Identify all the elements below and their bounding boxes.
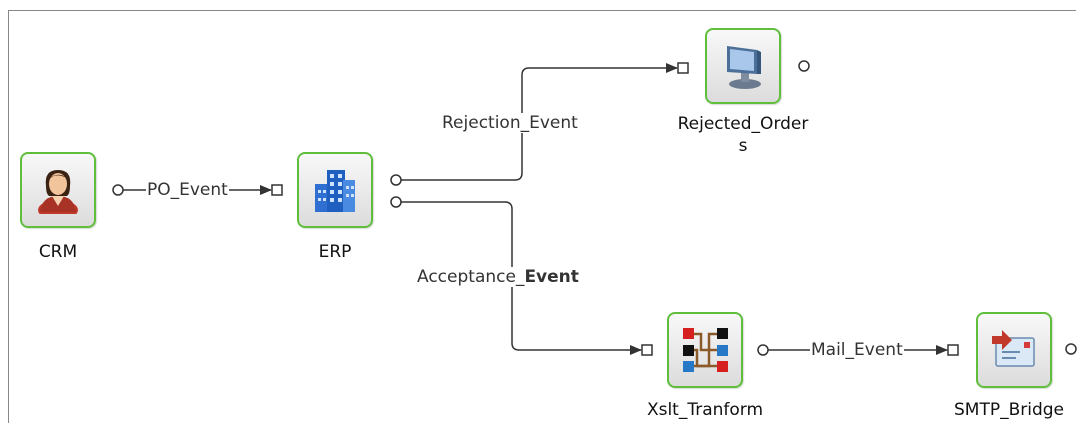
building-icon	[315, 170, 355, 212]
monitor-icon	[727, 46, 761, 89]
mail-icon	[992, 330, 1035, 367]
node-crm[interactable]	[20, 152, 96, 228]
edge-label-acceptance-event[interactable]: Acceptance_Event	[416, 267, 580, 287]
transform-icon	[683, 328, 728, 372]
node-rejected-orders[interactable]	[705, 28, 781, 104]
edge-label-acceptance-suffix: Event	[524, 267, 579, 287]
node-label-smtp-bridge: SMTP_Bridge	[953, 400, 1064, 420]
input-port[interactable]	[641, 344, 653, 356]
output-port[interactable]	[757, 344, 769, 356]
node-label-rejected-line1: Rejected_Order	[677, 114, 809, 134]
edge-label-mail-event[interactable]: Mail_Event	[810, 340, 904, 360]
output-port[interactable]	[390, 174, 402, 186]
edge-label-po-event[interactable]: PO_Event	[146, 180, 229, 200]
node-label-rejected-line2: s	[738, 136, 748, 156]
node-label-rejected-orders: Rejected_Order s	[655, 113, 831, 157]
output-port[interactable]	[798, 60, 810, 72]
edge-label-acceptance-prefix: Acceptance_	[417, 267, 525, 287]
person-icon	[38, 170, 78, 214]
node-xslt-tranform[interactable]	[667, 312, 743, 388]
node-erp[interactable]	[297, 152, 373, 228]
node-label-crm: CRM	[38, 242, 78, 262]
input-port[interactable]	[271, 184, 283, 196]
output-port[interactable]	[112, 184, 124, 196]
output-port[interactable]	[390, 196, 402, 208]
canvas-frame	[8, 10, 1076, 423]
output-port[interactable]	[1065, 343, 1077, 355]
node-label-xslt-tranform: Xslt_Tranform	[646, 400, 764, 420]
input-port[interactable]	[947, 344, 959, 356]
node-label-erp: ERP	[318, 242, 352, 262]
edge-label-rejection-event[interactable]: Rejection_Event	[441, 113, 579, 133]
node-smtp-bridge[interactable]	[976, 312, 1052, 388]
input-port[interactable]	[677, 62, 689, 74]
